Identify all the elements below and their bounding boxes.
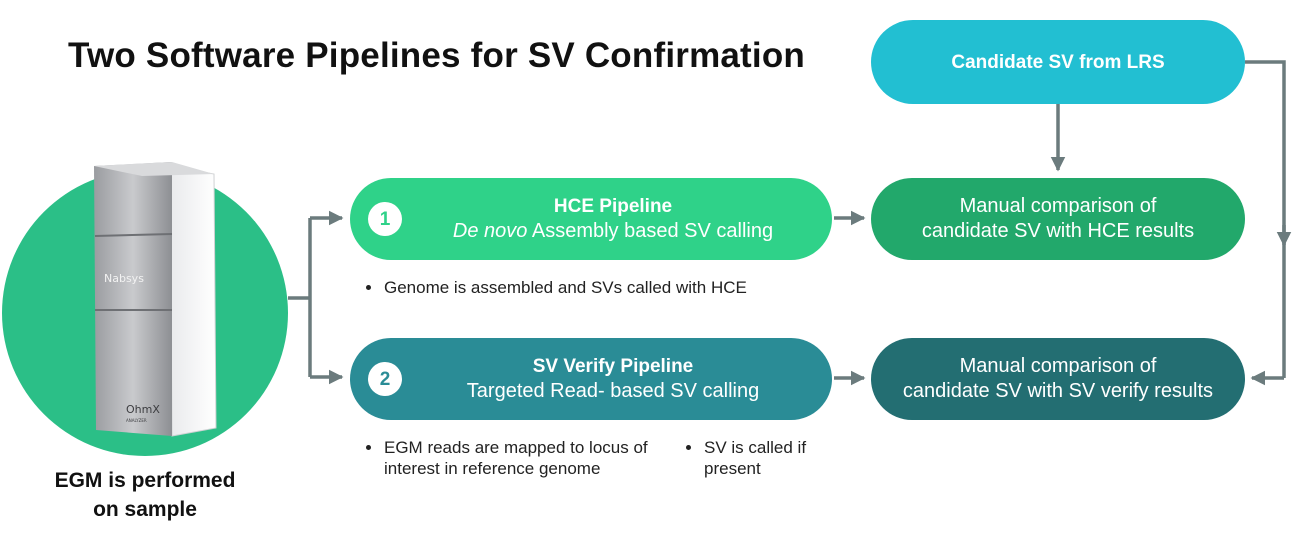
manual-comparison-sv-box: Manual comparison of candidate SV with S… bbox=[871, 338, 1245, 420]
hce-subtitle-italic: De novo bbox=[452, 220, 528, 242]
manual-hce-line1: Manual comparison of bbox=[959, 195, 1157, 217]
ohmx-logo-text: OhmX bbox=[126, 403, 160, 416]
sv-verify-pipeline-subtitle: Targeted Read- based SV calling bbox=[466, 380, 760, 402]
manual-sv-line1: Manual comparison of bbox=[959, 355, 1157, 377]
manual-sv-line2: candidate SV with SV verify results bbox=[902, 380, 1214, 402]
hce-pipeline-title: HCE Pipeline bbox=[553, 196, 673, 217]
egm-caption-line2: on sample bbox=[93, 498, 197, 521]
hce-subtitle-rest: Assembly based SV calling bbox=[527, 220, 774, 242]
arrow-candidate-right-line bbox=[1245, 60, 1286, 378]
analyzer-logo-text: ANALYZER bbox=[126, 418, 147, 423]
pipeline-number-2: 2 bbox=[368, 362, 402, 396]
sv-verify-pipeline-box: 2 SV Verify Pipeline Targeted Read- base… bbox=[350, 338, 832, 420]
egm-caption: EGM is performed on sample bbox=[0, 466, 290, 524]
pipeline-number-1: 1 bbox=[368, 202, 402, 236]
hce-pipeline-subtitle: De novo Assembly based SV calling bbox=[453, 219, 773, 244]
page-title: Two Software Pipelines for SV Confirmati… bbox=[68, 36, 805, 75]
nabsys-logo-text: Nabsys bbox=[104, 272, 144, 285]
ohmx-instrument-image: Nabsys OhmX ANALYZER bbox=[94, 162, 217, 437]
sv-verify-bullet-called: SV is called if present bbox=[686, 437, 824, 479]
manual-comparison-hce-box: Manual comparison of candidate SV with H… bbox=[871, 178, 1245, 260]
sv-verify-bullet-mapping: EGM reads are mapped to locus of interes… bbox=[366, 437, 674, 479]
candidate-sv-label: Candidate SV from LRS bbox=[951, 51, 1165, 73]
hce-pipeline-box: 1 HCE Pipeline De novo Assembly based SV… bbox=[350, 178, 832, 260]
candidate-sv-box: Candidate SV from LRS bbox=[871, 20, 1245, 104]
egm-caption-line1: EGM is performed bbox=[54, 469, 236, 492]
manual-hce-line2: candidate SV with HCE results bbox=[921, 220, 1195, 242]
hce-bullet: Genome is assembled and SVs called with … bbox=[366, 278, 747, 297]
sv-verify-pipeline-title: SV Verify Pipeline bbox=[532, 356, 694, 377]
